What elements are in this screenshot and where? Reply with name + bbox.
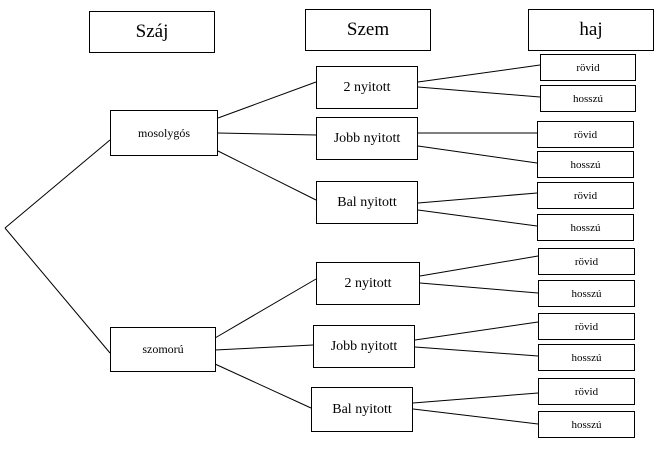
node-eyes-both-open: 2 nyitott	[316, 66, 418, 109]
node-hair-long: hosszú	[537, 214, 634, 241]
node-eyes-right-open-label: Jobb nyitott	[330, 338, 398, 354]
node-hair-long: hosszú	[540, 85, 636, 112]
node-eyes-left-open-label: Bal nyitott	[332, 401, 392, 417]
node-hair-short-label: rövid	[574, 255, 599, 268]
node-hair-short-label: rövid	[574, 385, 599, 398]
node-eyes-right-open: Jobb nyitott	[313, 325, 415, 368]
header-mouth-label: Száj	[135, 21, 169, 42]
node-eyes-left-open: Bal nyitott	[316, 181, 418, 224]
node-hair-short: rövid	[540, 54, 636, 81]
node-hair-long-label: hosszú	[570, 221, 601, 234]
node-hair-short-label: rövid	[573, 189, 598, 202]
node-eyes-right-open-label: Jobb nyitott	[333, 130, 401, 146]
node-hair-long-label: hosszú	[571, 418, 602, 431]
node-eyes-both-open-label: 2 nyitott	[343, 79, 391, 95]
node-eyes-both-open-label: 2 nyitott	[344, 275, 392, 291]
node-hair-short-label: rövid	[576, 61, 600, 74]
header-hair-label: haj	[579, 19, 603, 40]
node-hair-short: rövid	[537, 182, 634, 209]
node-eyes-left-open-label: Bal nyitott	[337, 194, 397, 210]
node-hair-short: rövid	[537, 121, 634, 148]
node-mouth-sad-label: szomorú	[142, 342, 184, 356]
node-hair-long: hosszú	[538, 411, 635, 438]
node-mouth-sad: szomorú	[110, 327, 216, 372]
node-hair-long: hosszú	[538, 344, 635, 371]
node-eyes-left-open: Bal nyitott	[311, 387, 413, 432]
node-hair-short-label: rövid	[573, 128, 598, 141]
node-hair-long-label: hosszú	[571, 351, 602, 364]
header-eyes-label: Szem	[346, 19, 390, 40]
header-eyes: Szem	[305, 9, 431, 51]
node-hair-short-label: rövid	[574, 320, 599, 333]
node-hair-long-label: hosszú	[573, 92, 603, 105]
node-hair-short: rövid	[538, 378, 635, 405]
header-hair: haj	[528, 9, 654, 51]
header-mouth: Száj	[89, 11, 215, 53]
node-mouth-smiling-label: mosolygós	[137, 125, 190, 140]
node-hair-long: hosszú	[538, 280, 635, 307]
node-eyes-both-open: 2 nyitott	[316, 262, 420, 305]
node-hair-long-label: hosszú	[571, 287, 602, 300]
node-hair-short: rövid	[538, 313, 635, 340]
node-hair-short: rövid	[538, 248, 635, 275]
node-hair-long: hosszú	[537, 151, 634, 178]
node-hair-long-label: hosszú	[570, 158, 601, 171]
node-eyes-right-open: Jobb nyitott	[316, 117, 418, 160]
node-mouth-smiling: mosolygós	[110, 110, 218, 156]
